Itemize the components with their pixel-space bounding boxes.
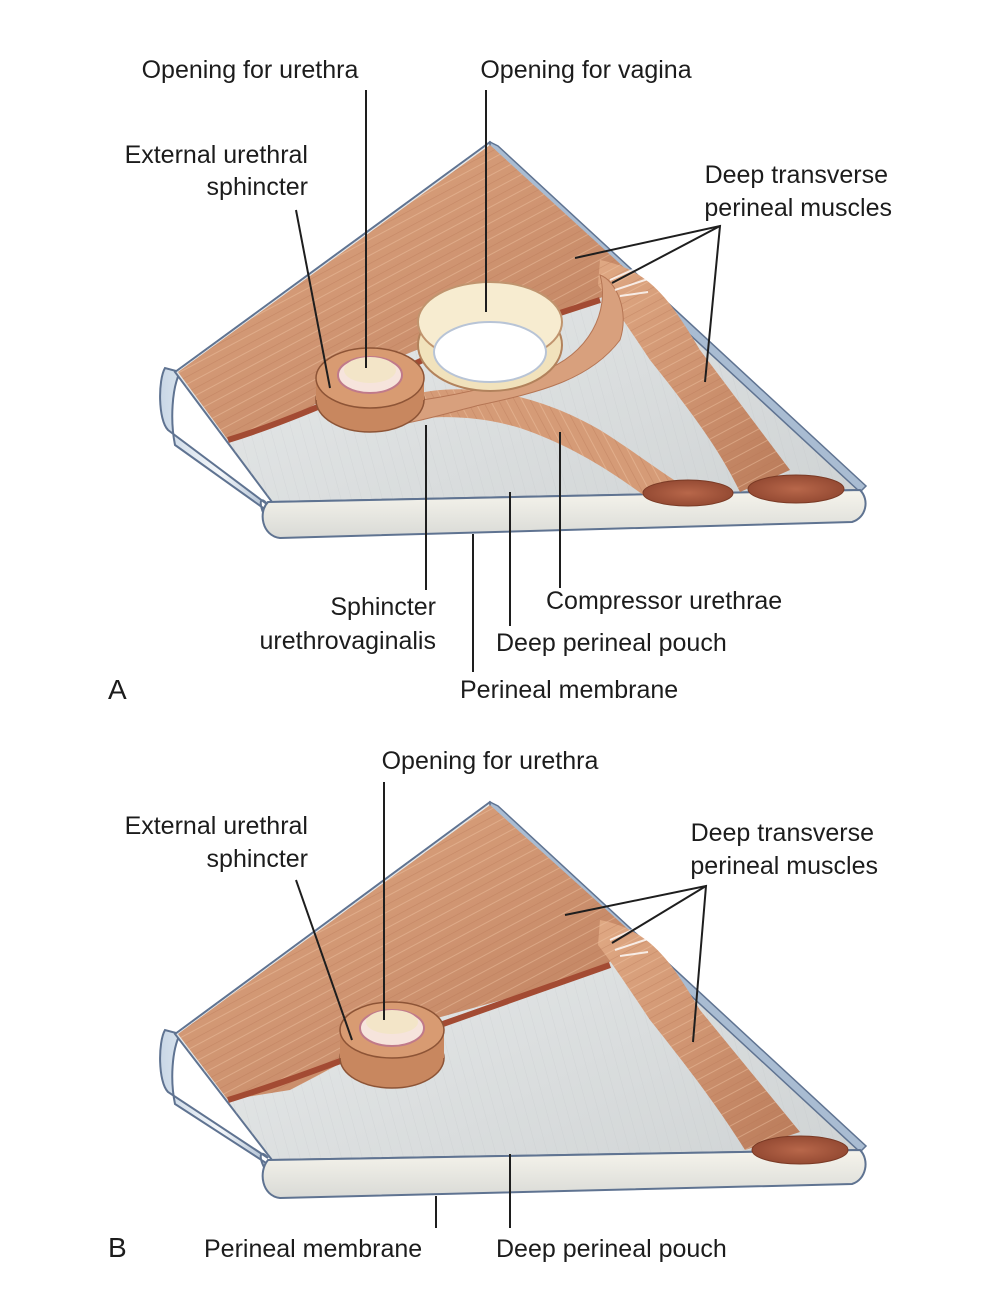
panel-a-illustration xyxy=(159,140,868,540)
panel-b-leader-lines xyxy=(295,782,708,1228)
label-b-perineal-membrane: Perineal membrane xyxy=(204,1235,423,1263)
label-a-opening-vagina: Opening for vagina xyxy=(480,56,692,84)
label-a-external-sphincter-2: sphincter xyxy=(206,173,308,201)
label-a-external-sphincter-1: External urethral xyxy=(124,141,308,169)
panel-b-left-edge-roll xyxy=(159,1028,283,1178)
label-a-deep-pouch: Deep perineal pouch xyxy=(496,629,727,657)
panel-a-cut-muscle-right xyxy=(747,474,845,504)
panel-b-cut-muscle xyxy=(751,1135,849,1165)
label-b-deep-pouch: Deep perineal pouch xyxy=(496,1235,727,1263)
label-a-opening-urethra: Opening for urethra xyxy=(141,56,359,84)
panel-a-letter: A xyxy=(108,674,127,705)
label-b-deep-transverse-2: perineal muscles xyxy=(690,852,878,880)
panel-b-illustration xyxy=(159,800,868,1200)
panel-a-vaginal-opening xyxy=(417,281,563,392)
label-a-sphincter-uv-2: urethrovaginalis xyxy=(259,627,437,655)
label-b-external-sphincter-2: sphincter xyxy=(206,845,308,873)
panel-b-letter: B xyxy=(108,1232,127,1263)
panel-a-cut-muscle-left xyxy=(642,479,734,507)
label-a-sphincter-uv-1: Sphincter xyxy=(330,593,436,621)
panel-b-front-edge xyxy=(261,1148,867,1200)
label-a-deep-transverse-2: perineal muscles xyxy=(704,194,892,222)
label-b-external-sphincter-1: External urethral xyxy=(124,812,308,840)
panel-a-leader-lines xyxy=(295,90,722,672)
label-b-deep-transverse-1: Deep transverse xyxy=(690,819,874,847)
label-a-deep-transverse-1: Deep transverse xyxy=(704,161,888,189)
panel-b-urethral-opening xyxy=(339,1001,445,1089)
label-a-perineal-membrane: Perineal membrane xyxy=(460,676,679,704)
label-b-opening-urethra: Opening for urethra xyxy=(381,747,599,775)
panel-a-urethral-opening xyxy=(315,347,425,433)
panel-a-left-edge-roll xyxy=(159,366,282,527)
label-a-compressor-urethrae: Compressor urethrae xyxy=(546,587,783,615)
